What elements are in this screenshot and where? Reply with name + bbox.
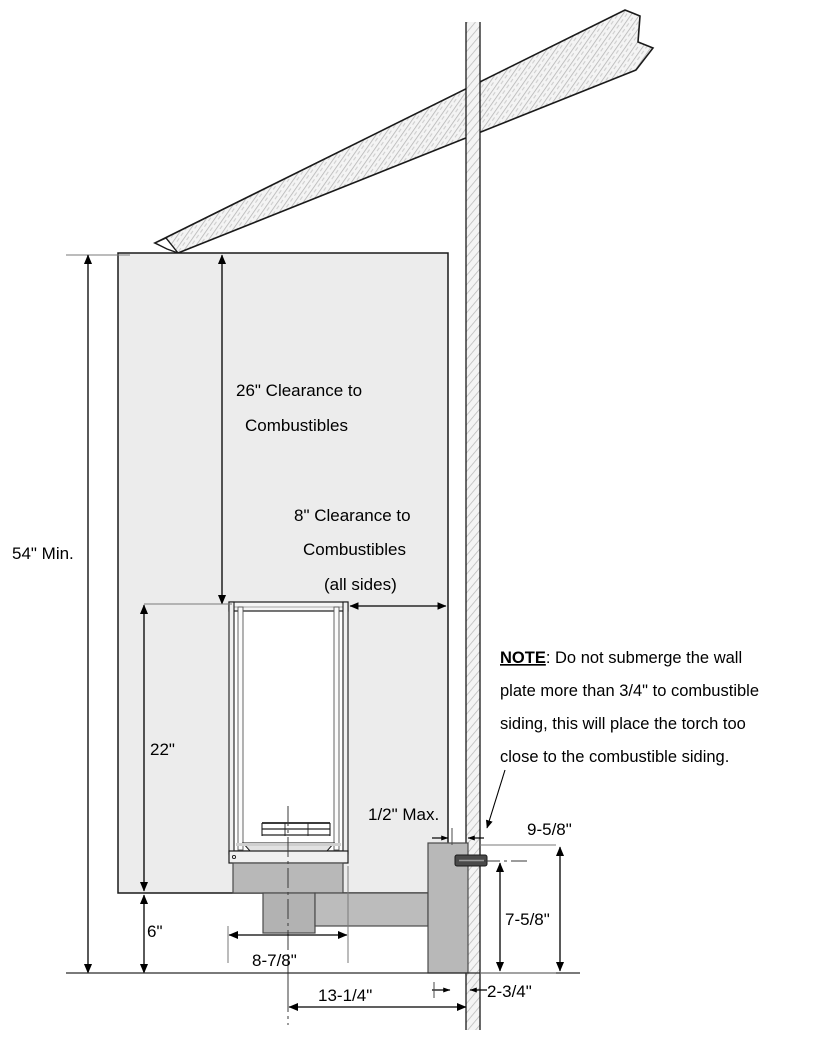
clearance-8-label-group: 8" Clearance to Combustibles (all sides) <box>294 506 447 610</box>
dim-2-3-4-label: 2-3/4" <box>487 982 532 1001</box>
clearance-26-line2: Combustibles <box>245 416 348 435</box>
dimension-6: 6" <box>139 894 163 974</box>
clearance-26-line1: 26" Clearance to <box>236 381 362 400</box>
note-separator: : <box>546 649 555 667</box>
dimension-8-7-8: 8-7/8" <box>227 866 349 970</box>
note-line-1: NOTE: Do not submerge the wall <box>500 649 742 667</box>
dimension-2-3-4: 2-3/4" <box>432 982 532 1001</box>
torch-support-arm <box>314 892 429 927</box>
dim-6-label: 6" <box>147 922 163 941</box>
dim-9-label: 9-5/8" <box>527 820 572 839</box>
torch-assembly <box>228 601 429 1025</box>
wall-plate-assembly <box>427 842 530 974</box>
note-block: NOTE: Do not submerge the wall plate mor… <box>485 649 759 829</box>
dim-22-label: 22" <box>150 740 175 759</box>
dimension-13-1-4: 13-1/4" <box>287 978 467 1012</box>
dimension-9-5-8: 9-5/8" <box>480 820 572 974</box>
torch-post-right-inner <box>333 606 340 851</box>
wall-siding-fill <box>466 22 480 1030</box>
note-line-4: close to the combustible siding. <box>500 748 729 766</box>
torch-post-left-outer <box>228 601 235 855</box>
roof-beam-body <box>153 9 655 254</box>
note-text-1: Do not submerge the wall <box>555 649 742 667</box>
note-label: NOTE <box>500 649 546 667</box>
note-line-3: siding, this will place the torch too <box>500 715 746 733</box>
dimension-22: 22" <box>139 603 232 892</box>
dimension-26-clearance: 26" Clearance to Combustibles <box>217 254 362 605</box>
torch-top-rail <box>228 601 349 612</box>
dim-13-label: 13-1/4" <box>318 986 372 1005</box>
clearance-8-line1: 8" Clearance to <box>294 506 411 525</box>
dim-7-label: 7-5/8" <box>505 910 550 929</box>
dim-8-7-8-label: 8-7/8" <box>252 951 297 970</box>
dimension-half-max: 1/2" Max. <box>368 805 484 845</box>
torch-post-right-outer <box>342 601 349 855</box>
torch-burner <box>261 822 331 836</box>
dimension-54-min: 54" Min. <box>12 254 130 974</box>
dim-54-label: 54" Min. <box>12 544 74 563</box>
note-line-2: plate more than 3/4" to combustible <box>500 682 759 700</box>
clearance-8-line2: Combustibles <box>303 540 406 559</box>
clearance-8-line3: (all sides) <box>324 575 397 594</box>
torch-post-left-inner <box>237 606 244 851</box>
torch-pedestal <box>262 892 316 934</box>
torch-bottom-fastener <box>231 854 237 860</box>
roof-beam <box>153 9 655 255</box>
dimension-7-5-8: 7-5/8" <box>495 862 550 972</box>
note-leader-line <box>485 769 506 829</box>
dim-half-max-label: 1/2" Max. <box>368 805 439 824</box>
